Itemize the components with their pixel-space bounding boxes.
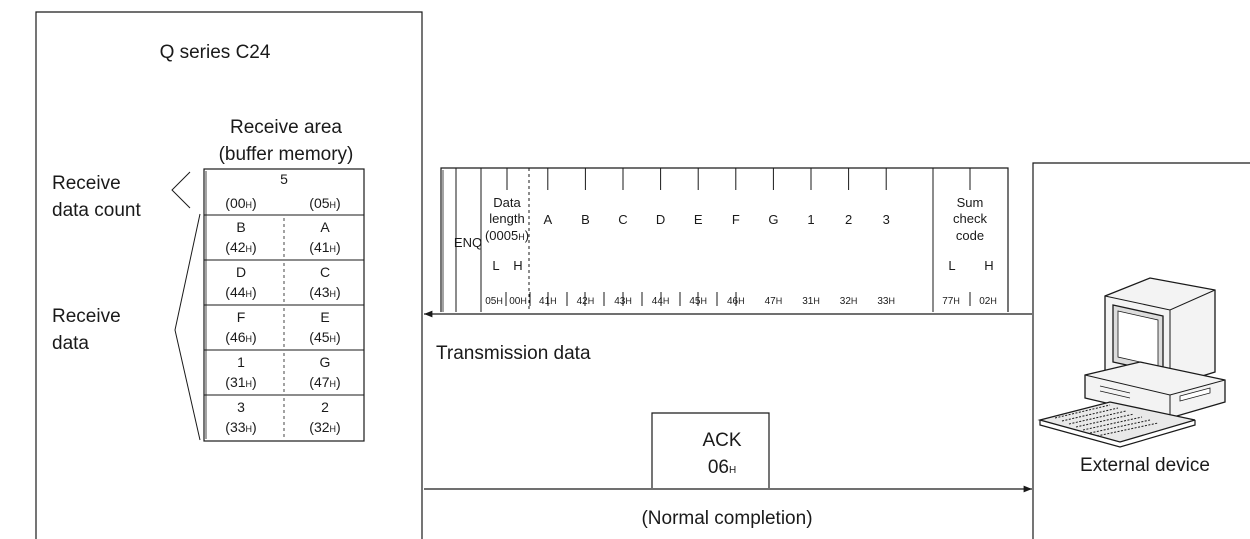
buffer-row: D (44H) C (43H) <box>204 259 364 302</box>
frame-hex-code: 47H <box>765 296 783 307</box>
buffer-row: 3 (33H) 2 (32H) <box>204 394 364 437</box>
receive-data-label: Receive <box>52 306 121 327</box>
frame-hex-code: 43H <box>614 296 632 307</box>
external-device-border <box>1032 162 1250 539</box>
byte-low-char: 2 <box>321 399 329 415</box>
data-length-field: Data length (0005H) L H <box>485 168 530 310</box>
enq-label: ENQ <box>454 235 482 250</box>
byte-high-char: D <box>236 264 246 280</box>
plc-title: Q series C24 <box>160 42 271 63</box>
frame-char: C <box>618 212 627 227</box>
computer-icon <box>1037 277 1226 448</box>
byte-high-code: (42H) <box>225 239 256 255</box>
ack-label: ACK <box>702 430 741 451</box>
count-code-high-value: 00 <box>230 195 246 211</box>
data-label: data <box>52 333 89 354</box>
count-code-high: (00H) <box>225 195 256 211</box>
frame-char: D <box>656 212 665 227</box>
frame-data-chars: A B C D E F G 1 2 3 <box>543 168 890 227</box>
data-length-label: Data <box>493 195 521 210</box>
length-h-label: H <box>513 258 522 273</box>
byte-low-code: (47H) <box>309 374 340 390</box>
buffer-row: F (46H) E (45H) <box>204 304 364 347</box>
buffer-memory-label: (buffer memory) <box>219 144 354 165</box>
count-code-low-suffix: H <box>330 200 337 210</box>
sum-check-label: Sum <box>957 195 984 210</box>
buffer-row: 1 (31H) G (47H) <box>204 349 364 392</box>
byte-low-char: A <box>320 219 330 235</box>
ack-code: 06H <box>708 457 736 478</box>
frame-hex-codes: 05H 00H 41H 42H 43H 44H 45H 46H 47H 31H 32H 33H 77H 0… <box>485 292 997 307</box>
sum-check-field: Sum check code L H <box>932 168 994 312</box>
byte-high-code: (33H) <box>225 419 256 435</box>
receive-area-label: Receive area <box>230 117 342 138</box>
device-label: External device <box>1080 455 1210 476</box>
byte-low-code: (43H) <box>309 284 340 300</box>
count-code-high-suffix: H <box>246 200 253 210</box>
byte-low-char: G <box>320 354 331 370</box>
frame-hex-code: 31H <box>802 296 820 307</box>
data-count-label: data count <box>52 200 141 221</box>
length-l-label: L <box>492 258 499 273</box>
count-code-low: (05H) <box>309 195 340 211</box>
sum-h-label: H <box>984 258 993 273</box>
plc-station-border <box>35 11 423 539</box>
count-value: 5 <box>280 171 288 187</box>
frame-hex-code: 00H <box>509 296 527 307</box>
ack-box: ACK 06H <box>651 412 770 488</box>
byte-low-char: E <box>320 309 329 325</box>
frame-border <box>440 167 1009 312</box>
byte-high-char: 3 <box>237 399 245 415</box>
frame-char: G <box>768 212 778 227</box>
byte-low-code: (32H) <box>309 419 340 435</box>
frame-hex-code: 41H <box>539 296 557 307</box>
sum-check-label-2: check <box>953 211 987 226</box>
frame-char: 1 <box>807 212 814 227</box>
data-length-value: (0005H) <box>485 228 529 243</box>
buffer-memory-table: 5 (00H) (05H) B (42H) A (41H) D (44H) C (43H) F (… <box>203 168 365 442</box>
receive-count-label: Receive <box>52 173 121 194</box>
sum-check-label-3: code <box>956 228 984 243</box>
byte-high-code: (46H) <box>225 329 256 345</box>
sum-l-label: L <box>948 258 955 273</box>
byte-low-code: (45H) <box>309 329 340 345</box>
byte-low-code: (41H) <box>309 239 340 255</box>
byte-high-char: 1 <box>237 354 245 370</box>
transmission-label: Transmission data <box>436 343 591 364</box>
ack-box-border <box>651 412 770 488</box>
frame-hex-code: 77H <box>942 296 960 307</box>
frame-char: B <box>581 212 590 227</box>
frame-hex-code: 44H <box>652 296 670 307</box>
byte-low-char: C <box>320 264 330 280</box>
count-code-low-value: 05 <box>314 195 330 211</box>
frame-char: 2 <box>845 212 852 227</box>
frame-hex-code: 02H <box>979 296 997 307</box>
data-brace <box>174 213 201 441</box>
frame-hex-code: 45H <box>689 296 707 307</box>
byte-high-code: (44H) <box>225 284 256 300</box>
frame-hex-code: 46H <box>727 296 745 307</box>
byte-high-code: (31H) <box>225 374 256 390</box>
frame-hex-code: 42H <box>577 296 595 307</box>
data-length-label-2: length <box>489 211 524 226</box>
plc-station: Q series C24 Receive area (buffer memory… <box>35 11 423 539</box>
frame-hex-code: 05H <box>485 296 503 307</box>
transmission-frame: ENQ Data length (0005H) L H Sum check co… <box>440 167 1009 312</box>
frame-char: F <box>732 212 740 227</box>
byte-high-char: F <box>237 309 246 325</box>
frame-char: 3 <box>883 212 890 227</box>
frame-char: A <box>543 212 552 227</box>
frame-char: E <box>694 212 703 227</box>
byte-high-char: B <box>236 219 245 235</box>
count-cell: 5 (00H) (05H) <box>225 171 340 211</box>
frame-hex-code: 33H <box>877 296 895 307</box>
external-device: External device <box>1032 162 1250 539</box>
frame-hex-code: 32H <box>840 296 858 307</box>
count-brace <box>171 171 191 209</box>
completion-label: (Normal completion) <box>641 508 812 529</box>
buffer-row: B (42H) A (41H) <box>204 214 364 257</box>
